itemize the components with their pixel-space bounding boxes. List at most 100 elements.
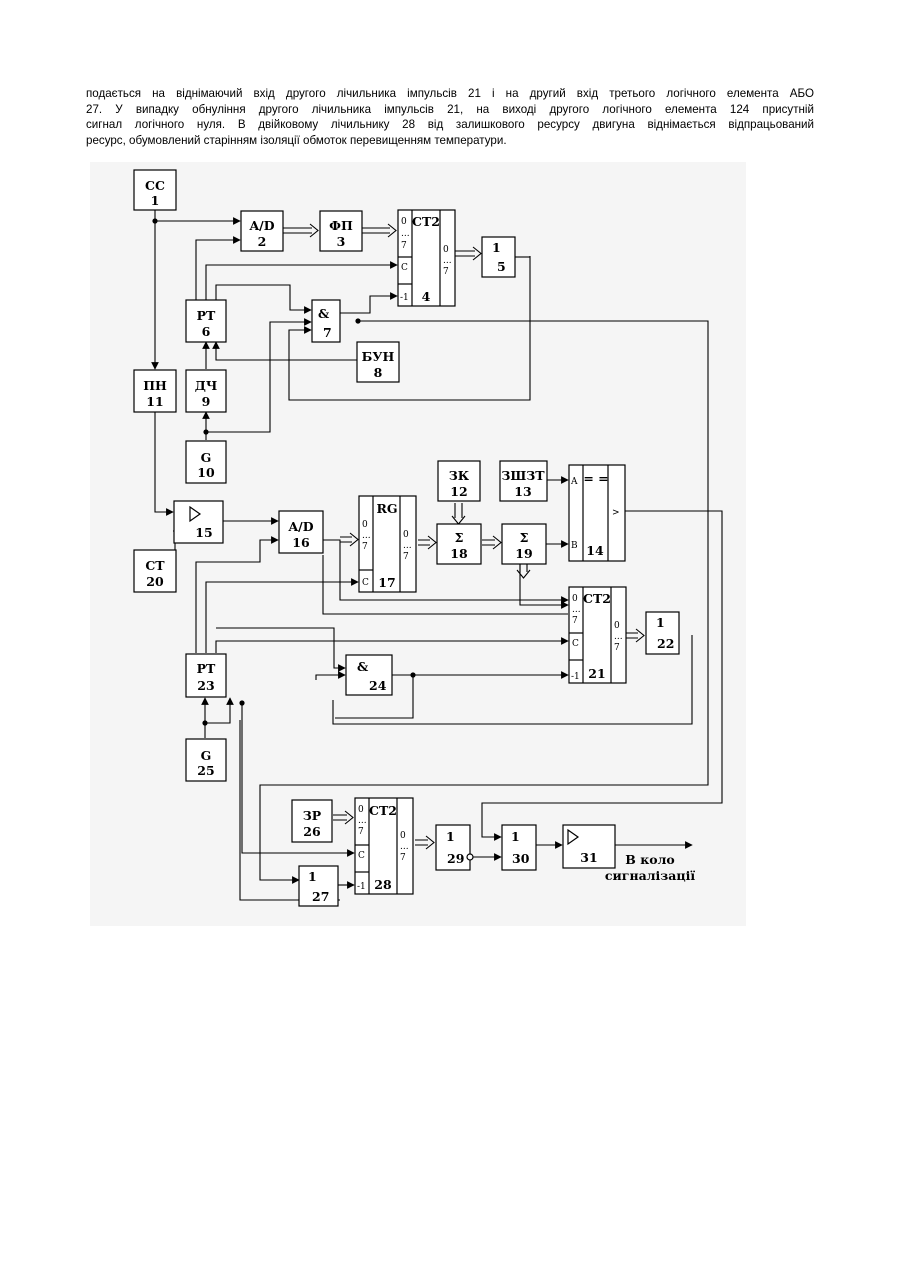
svg-text:1: 1: [446, 829, 455, 844]
svg-text:20: 20: [146, 574, 164, 589]
svg-text:22: 22: [657, 636, 674, 651]
svg-text:7: 7: [443, 267, 449, 277]
block-29-or-inverted: 1 29: [436, 825, 473, 870]
svg-text:7: 7: [323, 325, 332, 340]
svg-text:...: ...: [400, 842, 409, 852]
block-18-adder: Σ 18: [437, 524, 481, 564]
paragraph-line: 27. У випадку обнуління другого лічильни…: [86, 102, 814, 118]
svg-text:0: 0: [614, 621, 620, 631]
svg-text:19: 19: [515, 546, 532, 561]
output-label: В коло сигналізації: [605, 852, 695, 883]
block-24-and: & 24: [346, 655, 392, 695]
svg-text:В коло: В коло: [625, 852, 674, 867]
svg-text:14: 14: [586, 543, 604, 558]
svg-text:26: 26: [303, 824, 321, 839]
svg-text:B: B: [571, 541, 578, 551]
svg-text:21: 21: [588, 666, 605, 681]
svg-text:C: C: [401, 263, 408, 273]
svg-text:30: 30: [512, 851, 530, 866]
svg-text:1: 1: [308, 869, 317, 884]
svg-text:PT: PT: [197, 661, 216, 676]
svg-text:0: 0: [362, 520, 368, 530]
svg-text:...: ...: [403, 541, 412, 551]
svg-text:24: 24: [369, 678, 387, 693]
svg-text:ЗШЗТ: ЗШЗТ: [501, 468, 545, 483]
svg-text:БУН: БУН: [362, 349, 395, 364]
block-diagram: СС 1 A/D 2 ФП 3 CT2 4 1 5 P: [90, 162, 746, 926]
svg-text:29: 29: [447, 851, 464, 866]
svg-text:4: 4: [422, 289, 431, 304]
svg-text:1: 1: [511, 829, 520, 844]
svg-text:7: 7: [400, 853, 406, 863]
block-7-and: & 7: [312, 300, 340, 342]
block-9-dch: ДЧ 9: [186, 370, 226, 412]
svg-text:= =: = =: [583, 471, 608, 486]
svg-text:0: 0: [400, 831, 406, 841]
svg-text:0: 0: [403, 530, 409, 540]
block-13-zshzt: ЗШЗТ 13: [500, 461, 547, 501]
svg-text:7: 7: [358, 827, 364, 837]
svg-text:23: 23: [197, 678, 214, 693]
svg-text:C: C: [572, 639, 579, 649]
block-12-zk: ЗК 12: [438, 461, 480, 501]
svg-text:5: 5: [497, 259, 506, 274]
svg-text:...: ...: [401, 229, 410, 239]
svg-text:11: 11: [146, 394, 163, 409]
svg-text:13: 13: [514, 484, 531, 499]
svg-text:CT2: CT2: [369, 803, 397, 818]
svg-text:Σ: Σ: [520, 530, 529, 545]
svg-text:CT2: CT2: [583, 591, 611, 606]
svg-text:CT: CT: [145, 558, 165, 573]
svg-text:16: 16: [292, 535, 310, 550]
svg-text:7: 7: [572, 616, 578, 626]
svg-text:ЗК: ЗК: [449, 468, 470, 483]
svg-text:25: 25: [197, 763, 214, 778]
svg-text:PT: PT: [197, 308, 216, 323]
svg-text:СС: СС: [145, 178, 165, 193]
svg-text:...: ...: [358, 816, 367, 826]
svg-text:2: 2: [258, 234, 267, 249]
block-8-bun: БУН 8: [357, 342, 399, 382]
block-10-g: G 10: [186, 441, 226, 483]
block-1-cc: СС 1: [134, 170, 176, 210]
svg-text:ПН: ПН: [143, 378, 167, 393]
block-20-ct: CT 20: [134, 550, 176, 592]
svg-text:28: 28: [374, 877, 392, 892]
svg-text:15: 15: [195, 525, 212, 540]
svg-text:1: 1: [656, 615, 665, 630]
block-diagram-figure: СС 1 A/D 2 ФП 3 CT2 4 1 5 P: [90, 162, 746, 926]
block-16-ad: A/D 16: [279, 511, 323, 553]
block-19-adder: Σ 19: [502, 524, 546, 564]
svg-text:A: A: [570, 477, 578, 487]
svg-text:0: 0: [572, 594, 578, 604]
svg-text:18: 18: [450, 546, 468, 561]
block-26-zr: ЗР 26: [292, 800, 332, 842]
body-paragraph: подається на віднімаючий вхід другого лі…: [86, 86, 814, 148]
svg-text:ФП: ФП: [329, 218, 353, 233]
svg-text:CT2: CT2: [412, 214, 440, 229]
svg-text:1: 1: [151, 193, 160, 208]
block-6-pt: PT 6: [186, 300, 226, 342]
svg-text:7: 7: [401, 241, 407, 251]
svg-text:7: 7: [362, 542, 368, 552]
svg-text:...: ...: [572, 605, 581, 615]
svg-text:A/D: A/D: [287, 519, 313, 534]
svg-text:27: 27: [312, 889, 329, 904]
paragraph-line: подається на віднімаючий вхід другого лі…: [86, 86, 814, 102]
block-3-fp: ФП 3: [320, 211, 362, 251]
block-2-ad: A/D 2: [241, 211, 283, 251]
svg-text:7: 7: [403, 552, 409, 562]
svg-text:31: 31: [580, 850, 597, 865]
block-25-g: G 25: [186, 739, 226, 781]
svg-text:ДЧ: ДЧ: [195, 378, 218, 393]
svg-text:10: 10: [197, 465, 215, 480]
svg-text:G: G: [201, 450, 212, 465]
block-31-amplifier: 31: [563, 825, 615, 868]
svg-text:...: ...: [443, 256, 452, 266]
svg-text:-1: -1: [357, 882, 366, 892]
block-15-amplifier: 15: [174, 501, 223, 543]
svg-text:RG: RG: [376, 501, 397, 516]
svg-text:сигналізації: сигналізації: [605, 868, 695, 883]
svg-text:ЗР: ЗР: [303, 808, 322, 823]
svg-text:A/D: A/D: [248, 218, 274, 233]
